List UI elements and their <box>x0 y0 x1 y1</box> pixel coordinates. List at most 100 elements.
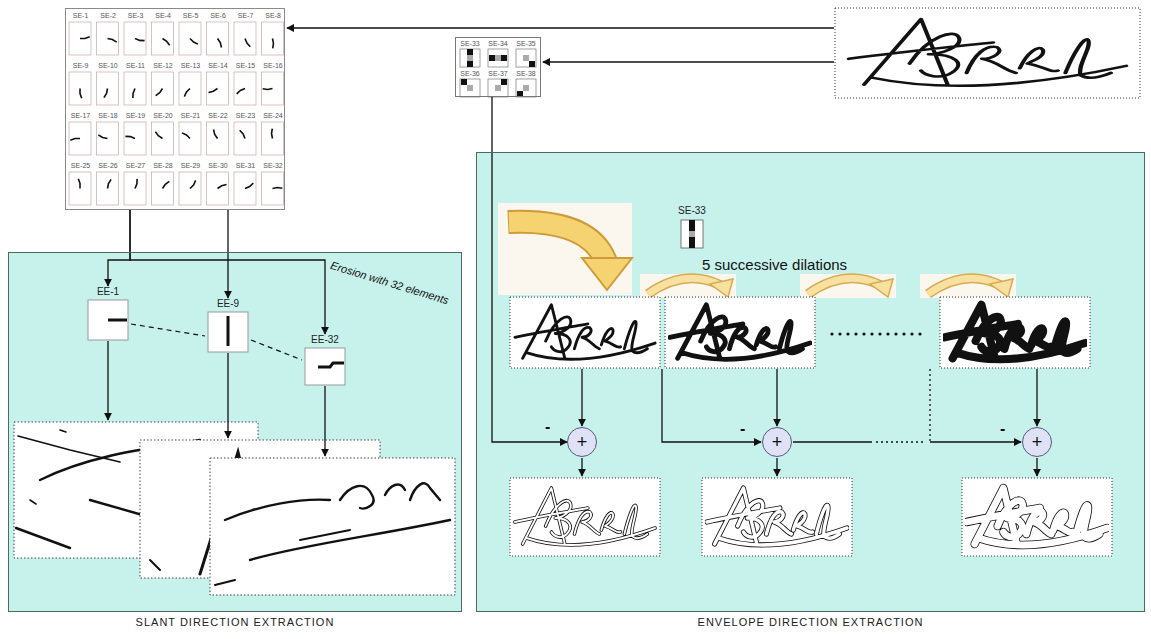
panel-ground <box>65 8 285 210</box>
annotation: Erosion with 32 elements <box>329 258 451 307</box>
ellipsis-dot <box>886 332 889 335</box>
envelope-outline <box>967 488 1107 545</box>
operator-sign: - <box>738 419 747 438</box>
element-tile <box>207 122 229 155</box>
link-line <box>793 441 872 442</box>
stroke-fragment <box>385 483 440 500</box>
operator-sign: + <box>772 433 783 451</box>
element-tile <box>234 172 256 205</box>
element-line <box>218 39 222 48</box>
element-tile <box>516 79 536 97</box>
element-frame <box>208 312 248 352</box>
element-label: SE-25 <box>69 161 93 170</box>
element-tile <box>124 72 146 105</box>
ellipsis-dot <box>894 332 897 335</box>
operator-sign: - <box>543 418 552 436</box>
stroke-fragment <box>16 528 70 548</box>
element-label: SE-26 <box>96 161 120 170</box>
element-tile <box>179 122 201 155</box>
element-cell <box>495 85 501 91</box>
annotation: 5 successive dilations <box>702 256 847 274</box>
connector <box>108 210 130 286</box>
element-tile <box>69 72 91 105</box>
element-tile <box>234 122 256 155</box>
element-label: SE-37 <box>485 69 511 78</box>
element-tile <box>124 172 146 205</box>
dilated-image <box>510 297 660 368</box>
element-line <box>227 316 230 346</box>
stroke-fragment <box>225 500 330 520</box>
element-tile <box>516 49 536 67</box>
arrow-line <box>1036 458 1037 476</box>
element-cell <box>523 55 529 61</box>
process-panel: SE-33+++ENVELOPE DIRECTION EXTRACTION <box>476 152 1145 612</box>
arrow-line <box>324 386 325 456</box>
arrow-ground <box>498 203 632 295</box>
element-line <box>155 132 162 139</box>
element-line <box>263 88 273 91</box>
element-line <box>190 39 198 45</box>
panel-title: SLANT DIRECTION EXTRACTION <box>9 616 461 629</box>
element-label: SE-33 <box>457 39 483 48</box>
envelope-image <box>962 478 1112 556</box>
element-label: SE-4 <box>151 11 175 20</box>
element-tile <box>179 72 201 105</box>
element-tile <box>207 22 229 55</box>
element-line <box>104 89 108 98</box>
element-cell <box>467 55 473 61</box>
arrow-line <box>662 369 761 442</box>
element-label: SE-30 <box>206 161 230 170</box>
element-tile <box>262 22 284 55</box>
dilation-arrow <box>808 278 880 294</box>
element-label: SE-14 <box>206 61 230 70</box>
element-label: SE-8 <box>261 11 285 20</box>
element-tile <box>69 122 91 155</box>
element-frame <box>681 220 703 248</box>
element-tile <box>69 22 91 55</box>
element-line <box>184 89 190 97</box>
element-label: SE-21 <box>179 111 203 120</box>
element-label: SE-12 <box>151 61 175 70</box>
element-tile <box>124 122 146 155</box>
element-line <box>318 363 344 367</box>
arrow-ground <box>800 274 896 298</box>
element-line <box>108 319 127 322</box>
element-label: SE-32 <box>261 161 285 170</box>
ellipsis-dot <box>918 332 921 335</box>
dilation-arrow <box>928 278 1000 294</box>
element-label: SE-38 <box>513 69 539 78</box>
element-label: SE-16 <box>261 61 285 70</box>
element-line <box>125 136 135 138</box>
signature-image <box>835 8 1140 98</box>
operator-sign: + <box>577 433 588 451</box>
element-tile <box>234 22 256 55</box>
element-line <box>135 39 145 41</box>
element-tile <box>488 49 508 67</box>
structuring-element: EE-32 <box>305 334 345 385</box>
element-line <box>70 139 80 141</box>
element-cell <box>495 55 501 61</box>
element-cell <box>501 55 507 61</box>
element-label: SE-22 <box>206 111 230 120</box>
arrow-line <box>776 458 777 476</box>
element-line <box>163 39 170 46</box>
element-label: SE-27 <box>124 161 148 170</box>
element-line <box>133 89 135 99</box>
element-label: SE-10 <box>96 61 120 70</box>
element-cell <box>501 79 507 85</box>
dilated-signature <box>515 305 655 359</box>
element-tile <box>97 122 119 155</box>
sum-node: + <box>762 427 792 457</box>
dilated-image <box>665 297 815 368</box>
ellipsis-dot <box>910 332 913 335</box>
arrow-line <box>227 353 228 438</box>
element-line <box>108 39 117 43</box>
element-line <box>182 133 190 139</box>
element-line <box>80 37 90 39</box>
erosion-result <box>210 458 455 595</box>
element-line <box>218 185 227 189</box>
element-label: SE-34 <box>485 39 511 48</box>
connector <box>227 210 228 298</box>
